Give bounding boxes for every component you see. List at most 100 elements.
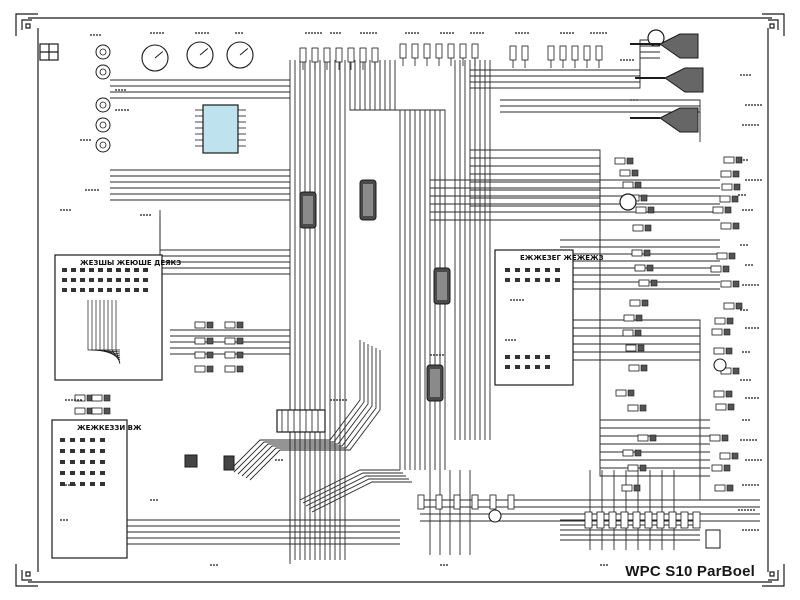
terminal: [62, 288, 67, 292]
terminal: [525, 365, 530, 369]
connector-plug-icon: [622, 329, 634, 337]
connector-plug-icon: [347, 47, 355, 63]
fuse: [417, 494, 425, 510]
terminal: [555, 268, 560, 272]
left-lower-panel-title: ЖЕЖКЕЗЗИ ВЖ: [77, 424, 142, 432]
terminal: [60, 471, 65, 475]
connector-pin-block: [650, 279, 658, 287]
connector-plug-icon: [631, 249, 643, 257]
connector-pin-block: [733, 183, 741, 191]
lamp-core: [99, 101, 107, 109]
connector-pin-block: [236, 351, 244, 359]
wire: [170, 329, 291, 540]
connector-pin-block: [647, 206, 655, 214]
corner-ornaments: [15, 13, 785, 587]
connector-pin-block: [633, 484, 641, 492]
wire: [249, 350, 381, 481]
connector-plug-icon: [335, 47, 343, 63]
connector-plug-icon: [447, 43, 455, 59]
connector-plug-icon: [625, 344, 637, 352]
connector-plug-icon: [635, 206, 647, 214]
wire: [241, 346, 373, 477]
connector-pin-block: [634, 329, 642, 337]
connector-plug-icon: [627, 404, 639, 412]
wire: [170, 347, 291, 558]
terminal: [545, 355, 550, 359]
relay-small: [223, 455, 235, 471]
connector-plug-icon: [224, 337, 236, 345]
wire: [500, 111, 701, 142]
connector-plug-icon: [638, 279, 650, 287]
corner-ornament-icon: [15, 13, 38, 36]
drawing-title: WPC S10 ParBoel: [625, 563, 755, 580]
terminal: [60, 482, 65, 486]
connector-plug-icon: [723, 302, 735, 310]
connector-pin-block: [723, 328, 731, 336]
connector-pin-block: [722, 265, 730, 273]
connector-pin-block: [721, 434, 729, 442]
wire: [359, 60, 411, 470]
lamp-core: [99, 68, 107, 76]
connector-pin-block: [725, 347, 733, 355]
terminal: [134, 268, 139, 272]
connector-plug-icon: [194, 365, 206, 373]
wire: [159, 210, 290, 251]
terminal: [100, 460, 105, 464]
gauge-needle: [239, 48, 249, 56]
connector-plug-icon: [713, 347, 725, 355]
connector-plug-icon: [619, 169, 631, 177]
relay-small: [184, 454, 198, 468]
connector-pin-block: [724, 206, 732, 214]
terminal: [100, 449, 105, 453]
connector-pin-block: [649, 434, 657, 442]
connector-plug-icon: [595, 45, 603, 61]
terminal: [80, 482, 85, 486]
fuse: [471, 494, 479, 510]
terminal: [116, 278, 121, 282]
terminal: [525, 268, 530, 272]
terminal: [71, 268, 76, 272]
terminal: [535, 365, 540, 369]
connector-pin-block: [731, 195, 739, 203]
terminal: [535, 278, 540, 282]
wire: [170, 341, 291, 552]
terminal: [515, 365, 520, 369]
connector-pin-block: [727, 403, 735, 411]
connector-plug-icon: [622, 181, 634, 189]
wire: [107, 300, 121, 361]
fuse: [692, 511, 701, 529]
connector-plug-icon: [521, 45, 529, 61]
connector-pin-block: [634, 449, 642, 457]
connector-plug-icon: [399, 43, 407, 59]
connector-plug-icon: [659, 107, 699, 133]
fuse: [668, 511, 677, 529]
connector-plug-icon: [713, 390, 725, 398]
connector-plug-icon: [571, 45, 579, 61]
connector-plug-icon: [709, 434, 721, 442]
connector-plug-icon: [723, 156, 735, 164]
lamp-ring-icon: [488, 509, 502, 523]
fuse: [596, 511, 605, 529]
terminal: [60, 438, 65, 442]
terminal: [62, 278, 67, 282]
connector-pin-block: [726, 484, 734, 492]
connector-plug-icon: [423, 43, 431, 59]
connector-plug-icon: [194, 321, 206, 329]
fuse: [435, 494, 443, 510]
connector-pin-block: [732, 280, 740, 288]
fuse: [620, 511, 629, 529]
connector-pin-block: [639, 464, 647, 472]
gauge-needle: [154, 51, 164, 59]
wire: [237, 344, 369, 475]
terminal: [80, 288, 85, 292]
center-right-panel: [494, 249, 574, 386]
connector-pin-block: [637, 344, 645, 352]
connector-pin-block: [206, 365, 214, 373]
terminal: [62, 268, 67, 272]
terminal: [535, 268, 540, 272]
terminal: [100, 471, 105, 475]
terminal: [107, 278, 112, 282]
terminal: [70, 449, 75, 453]
